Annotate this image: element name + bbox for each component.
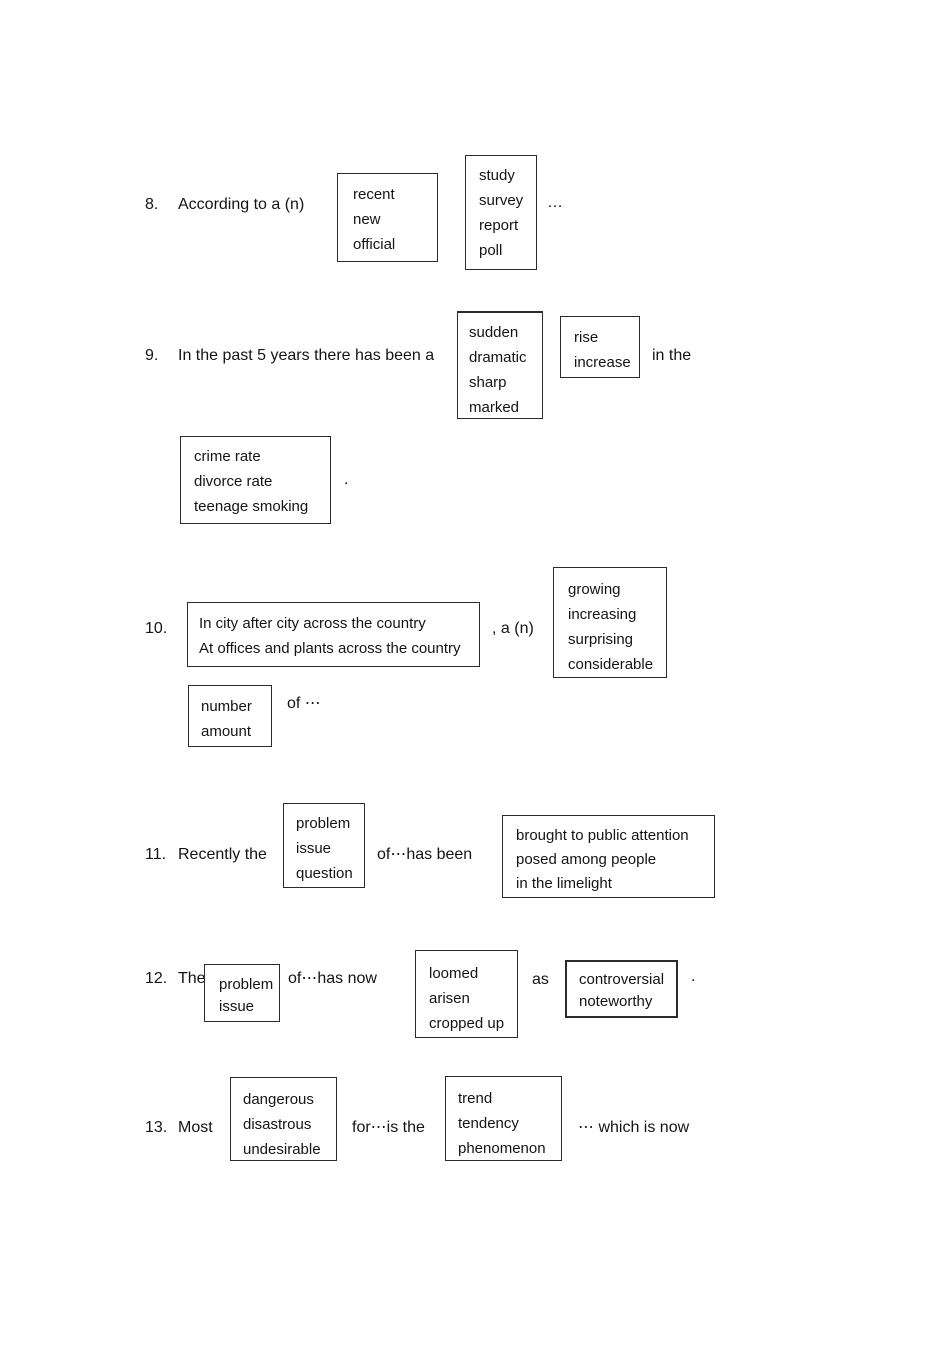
item-11-mid-text: of⋯has been [377,846,473,863]
box-option: recent [353,186,395,203]
item-11-lead-text: Recently the [178,846,267,863]
box-option: increasing [568,606,637,623]
item-10-mid-text: , a (n) [492,620,534,637]
box-option: posed among people [516,851,657,868]
box-option: arisen [429,990,470,1007]
item-9-lead-text: In the past 5 years there has been a [178,347,435,364]
item-10-adjective-box: growing increasing surprising considerab… [553,567,667,678]
item-12-period: . [691,968,696,985]
box-option: sharp [469,374,507,391]
item-13-noun-box: trend tendency phenomenon [445,1076,562,1161]
item-13-mid-text: for⋯is the [352,1119,425,1136]
item-11-noun-box: problem issue question [283,803,365,888]
item-9-noun-box: rise increase [560,316,640,378]
item-8-lead-text: According to a (n) [178,196,305,213]
item-9-number: 9. [145,347,159,364]
box-option: issue [219,998,255,1015]
item-10-number: 10. [145,620,168,637]
item-10-trailing-text: of ⋯ [287,695,321,712]
box-option: tendency [458,1115,519,1132]
box-option: poll [479,242,503,259]
item-9-mid-text: in the [652,347,692,364]
box-option: considerable [568,656,654,673]
box-option: At offices and plants across the country [199,640,461,657]
box-option: surprising [568,631,634,648]
item-9-adjective-box: sudden dramatic sharp marked [457,311,543,419]
box-option: number [201,698,252,715]
box-option: loomed [429,965,479,982]
box-option: official [353,236,396,253]
box-option: survey [479,192,524,209]
item-12-verb-box: loomed arisen cropped up [415,950,518,1038]
box-option: dramatic [469,349,527,366]
box-option: growing [568,581,621,598]
box-option: study [479,167,515,184]
box-option: report [479,217,519,234]
item-12-mid2-text: as [532,971,549,988]
box-option: noteworthy [579,993,653,1010]
box-option: new [353,211,381,228]
item-13-lead-text: Most [178,1119,213,1136]
item-8-adjective-box: recent new official [337,173,438,262]
item-11-number: 11. [145,846,167,863]
box-option: undesirable [243,1141,321,1158]
box-option: teenage smoking [194,498,309,515]
box-option: cropped up [429,1015,505,1032]
item-13-number: 13. [145,1119,168,1136]
box-option: disastrous [243,1116,312,1133]
box-option: crime rate [194,448,261,465]
box-option: issue [296,840,332,857]
item-12-lead-text: The [178,970,206,987]
box-option: amount [201,723,252,740]
item-12-adjective-box: controversial noteworthy [565,960,678,1018]
item-8-ellipsis: … [547,194,563,211]
item-10-opener-box: In city after city across the country At… [187,602,480,667]
box-option: divorce rate [194,473,273,490]
item-13-trailing-text: ⋯ which is now [578,1119,690,1136]
box-option: problem [219,976,274,993]
box-option: marked [469,399,520,416]
item-12-noun-box: problem issue [204,964,280,1022]
item-8-noun-box: study survey report poll [465,155,537,270]
box-option: rise [574,329,599,346]
box-option: increase [574,354,631,371]
item-10-quantity-box: number amount [188,685,272,747]
box-option: In city after city across the country [199,615,426,632]
box-option: trend [458,1090,493,1107]
box-option: phenomenon [458,1140,546,1157]
box-option: in the limelight [516,875,612,892]
box-option: question [296,865,353,882]
item-13-adjective-box: dangerous disastrous undesirable [230,1077,337,1161]
box-option: controversial [579,971,665,988]
item-11-predicate-box: brought to public attention posed among … [502,815,715,898]
box-option: sudden [469,324,519,341]
box-option: dangerous [243,1091,314,1108]
box-option: problem [296,815,351,832]
item-9-period: . [344,471,349,488]
item-12-mid1-text: of⋯has now [288,970,377,987]
box-option: brought to public attention [516,827,689,844]
item-8-number: 8. [145,196,159,213]
item-9-topic-box: crime rate divorce rate teenage smoking [180,436,331,524]
item-12-number: 12. [145,970,168,987]
